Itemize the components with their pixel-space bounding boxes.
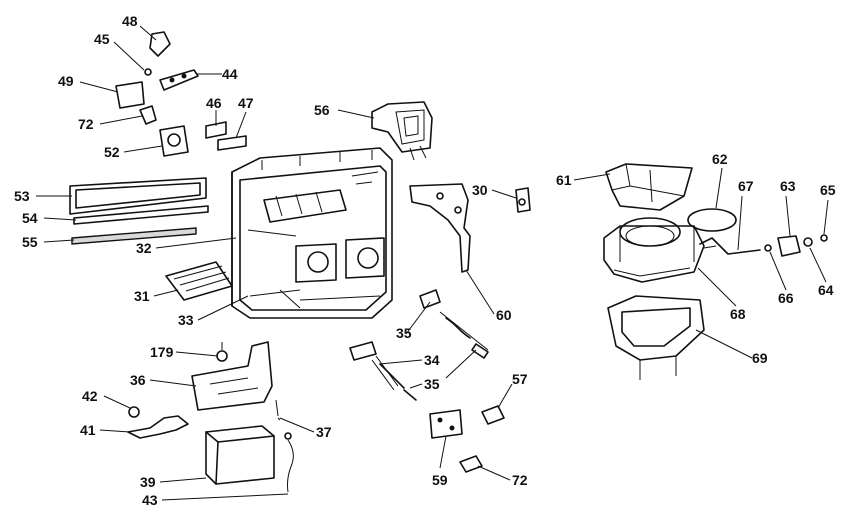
- callout-55: 55: [22, 234, 38, 250]
- callout-65: 65: [820, 182, 836, 198]
- callout-35: 35: [396, 325, 412, 341]
- callout-53: 53: [14, 188, 30, 204]
- callout-30: 30: [472, 182, 488, 198]
- callout-49: 49: [58, 73, 74, 89]
- duct-hood-61: [605, 163, 693, 211]
- main-housing-assembly: [231, 147, 393, 319]
- callout-47: 47: [238, 95, 254, 111]
- callout-43: 43: [142, 492, 158, 508]
- bracket-60: [409, 183, 471, 273]
- callout-69: 69: [752, 350, 768, 366]
- callout-64: 64: [818, 282, 834, 298]
- cable-41-42: [127, 406, 189, 439]
- actuator-63-67: [699, 234, 828, 257]
- small-parts-top-left: [115, 31, 247, 157]
- leader-lines: [36, 25, 829, 501]
- callout-179: 179: [150, 344, 174, 360]
- callout-63: 63: [780, 178, 796, 194]
- callout-67: 67: [738, 178, 754, 194]
- callout-60: 60: [496, 307, 512, 323]
- callout-labels: 48 45 44 49 46 47 72 52 56 53 54 55 32 3…: [14, 13, 836, 508]
- springs-34-35: [349, 289, 489, 401]
- callout-35: 35: [424, 376, 440, 392]
- callout-62: 62: [712, 151, 728, 167]
- callout-66: 66: [778, 290, 794, 306]
- callout-41: 41: [80, 422, 96, 438]
- callout-68: 68: [730, 306, 746, 322]
- drip-tray-31: [165, 261, 233, 301]
- callout-31: 31: [134, 288, 150, 304]
- damper-disc-62: [687, 208, 737, 232]
- callout-42: 42: [82, 388, 98, 404]
- callout-46: 46: [206, 95, 222, 111]
- mounting-bracket-36: [191, 341, 281, 421]
- callout-39: 39: [140, 474, 156, 490]
- callout-54: 54: [22, 210, 38, 226]
- strip-54: [73, 205, 209, 225]
- front-grille-53: [69, 177, 207, 215]
- callout-45: 45: [94, 31, 110, 47]
- bracket-30: [515, 187, 531, 213]
- callout-44: 44: [222, 66, 238, 82]
- callout-59: 59: [432, 472, 448, 488]
- blower-motor-56: [371, 101, 433, 161]
- strip-55: [71, 227, 197, 245]
- callout-61: 61: [556, 172, 572, 188]
- blower-base-69: [607, 295, 705, 380]
- callout-72: 72: [78, 116, 94, 132]
- callout-36: 36: [130, 372, 146, 388]
- callout-72: 72: [512, 472, 528, 488]
- callout-57: 57: [512, 371, 528, 387]
- callout-37: 37: [316, 424, 332, 440]
- callout-34: 34: [424, 352, 440, 368]
- small-parts-bottom-middle: [429, 405, 505, 473]
- callout-48: 48: [122, 13, 138, 29]
- callout-33: 33: [178, 312, 194, 328]
- control-box-39: [205, 425, 294, 493]
- blower-housing-68: [603, 217, 705, 283]
- callout-56: 56: [314, 102, 330, 118]
- callout-32: 32: [136, 240, 152, 256]
- callout-52: 52: [104, 144, 120, 160]
